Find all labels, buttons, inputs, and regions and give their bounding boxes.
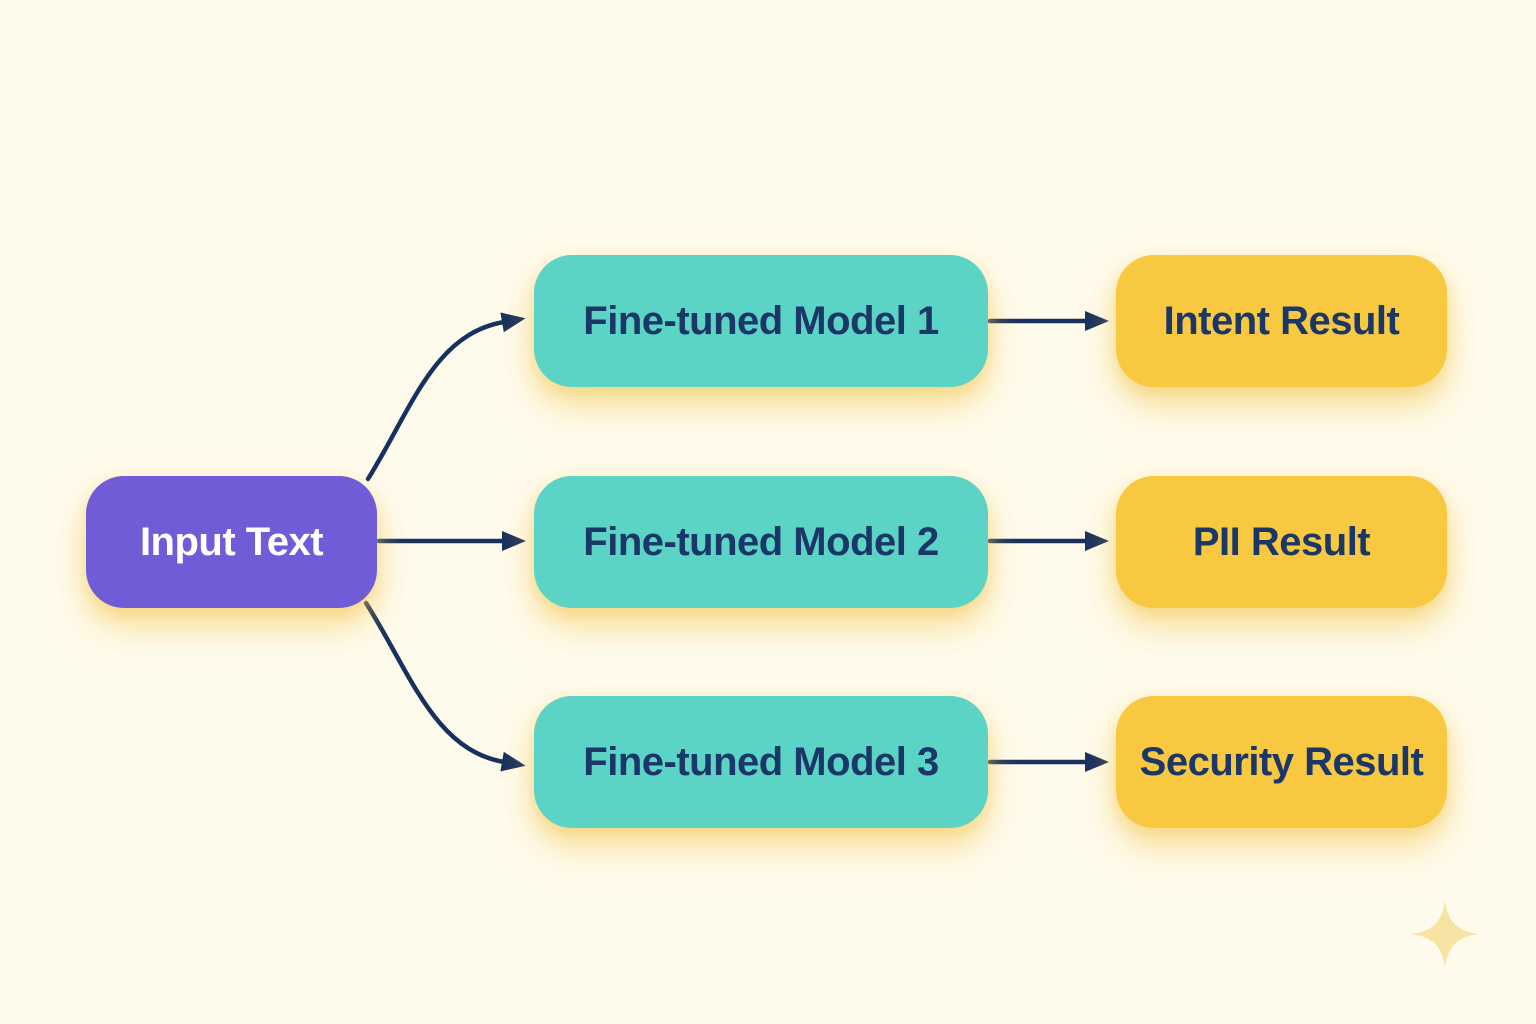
fine-tuned-model-1-label: Fine-tuned Model 1 [583,298,939,343]
fine-tuned-model-1-node: Fine-tuned Model 1 [534,255,988,387]
fine-tuned-model-3-node: Fine-tuned Model 3 [534,696,988,828]
pii-result-label: PII Result [1192,519,1371,564]
fine-tuned-model-2-node: Fine-tuned Model 2 [534,476,988,608]
pii-result-node: PII Result [1116,476,1447,608]
sparkle-icon [1411,900,1479,968]
security-result-label: Security Result [1139,739,1424,784]
input-text-label: Input Text [139,519,324,564]
intent-result-node: Intent Result [1116,255,1447,387]
fine-tuned-model-2-label: Fine-tuned Model 2 [583,519,939,564]
arrow-input-to-model-1 [365,312,526,482]
intent-result-label: Intent Result [1163,298,1400,343]
input-text-node: Input Text [86,476,377,608]
arrow-input-to-model-3 [363,600,526,772]
fine-tuned-model-3-label: Fine-tuned Model 3 [583,739,939,784]
security-result-node: Security Result [1116,696,1447,828]
